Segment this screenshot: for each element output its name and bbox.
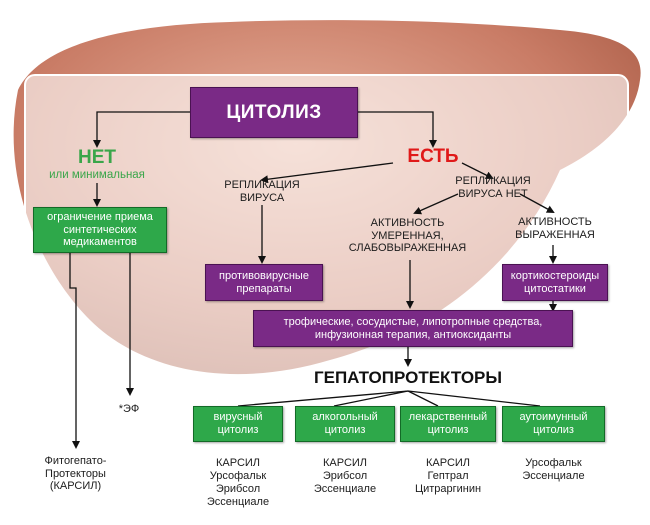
arrow-to-high [519,193,555,213]
arrow-to-yes [358,111,437,148]
drug-item: Эссенциале [206,495,270,508]
arrow-limit-to-phyto [69,253,80,449]
drug-item: Урсофальк [209,469,267,482]
drug-item: Цитраргинин [414,482,482,495]
drug-item: Эрибсол [215,482,261,495]
drug-list-viral: КАРСИЛ Урсофальк Эрибсол Эссенциале [193,457,283,509]
drug-item: КАРСИЛ [425,457,471,469]
activity-moderate-label: АКТИВНОСТЬ УМЕРЕННАЯ, СЛАБОВЫРАЖЕННАЯ [348,217,467,255]
cytolysis-title-box: ЦИТОЛИЗ [190,87,358,138]
arrow-yes-to-no-replication [461,162,494,179]
line-hepato-to-type-4 [407,390,541,407]
cytolysis-type-drug: лекарственный цитолиз [400,406,496,442]
phyto-label: Фитогепато- Протекторы (КАРСИЛ) [44,455,107,493]
drug-list-drug-induced: КАРСИЛ Гептрал Цитраргинин [400,457,496,496]
line-hepato-to-type-2 [333,390,409,407]
cytolysis-type-autoimmune: аутоимунный цитолиз [502,406,605,442]
yes-label: ЕСТЬ [407,146,459,167]
antiviral-box: противовирусные препараты [205,264,323,301]
activity-high-label: АКТИВНОСТЬ ВЫРАЖЕННАЯ [515,216,595,241]
ef-label: *ЭФ [118,403,140,415]
drug-item: Гептрал [427,469,469,482]
drug-item: Эссенциале [313,482,377,495]
no-sublabel: или минимальная [49,169,145,181]
drug-item: Эссенциале [522,469,585,482]
corticosteroids-box: кортикостероиды цитостатики [502,264,608,301]
no-label: НЕТ [78,147,116,168]
arrow-to-moderate [413,193,459,215]
line-hepato-to-type-1 [237,390,409,407]
therapy-box: трофические, сосудистые, липотропные сре… [253,310,573,347]
arrow-yes-to-replication [260,162,394,184]
line-hepato-to-type-3 [407,390,439,407]
drug-list-alcohol: КАРСИЛ Эрибсол Эссенциале [295,457,395,496]
arrow-to-no [93,111,190,148]
drug-item: Урсофальк [525,457,582,469]
drug-item: КАРСИЛ [322,457,368,469]
hepatoprotectors-heading: ГЕПАТОПРОТЕКТОРЫ [313,368,503,387]
cytolysis-type-viral: вирусный цитолиз [193,406,283,442]
cytolysis-type-alcohol: алкогольный цитолиз [295,406,395,442]
limit-drugs-box: ограничение приема синтетических медикам… [33,207,167,253]
drug-item: КАРСИЛ [215,457,261,469]
replication-yes-label: РЕПЛИКАЦИЯ ВИРУСА [224,179,300,204]
drug-item: Эрибсол [322,469,368,482]
replication-no-label: РЕПЛИКАЦИЯ ВИРУСА НЕТ [455,175,531,200]
drug-list-autoimmune: Урсофальк Эссенциале [502,457,605,483]
